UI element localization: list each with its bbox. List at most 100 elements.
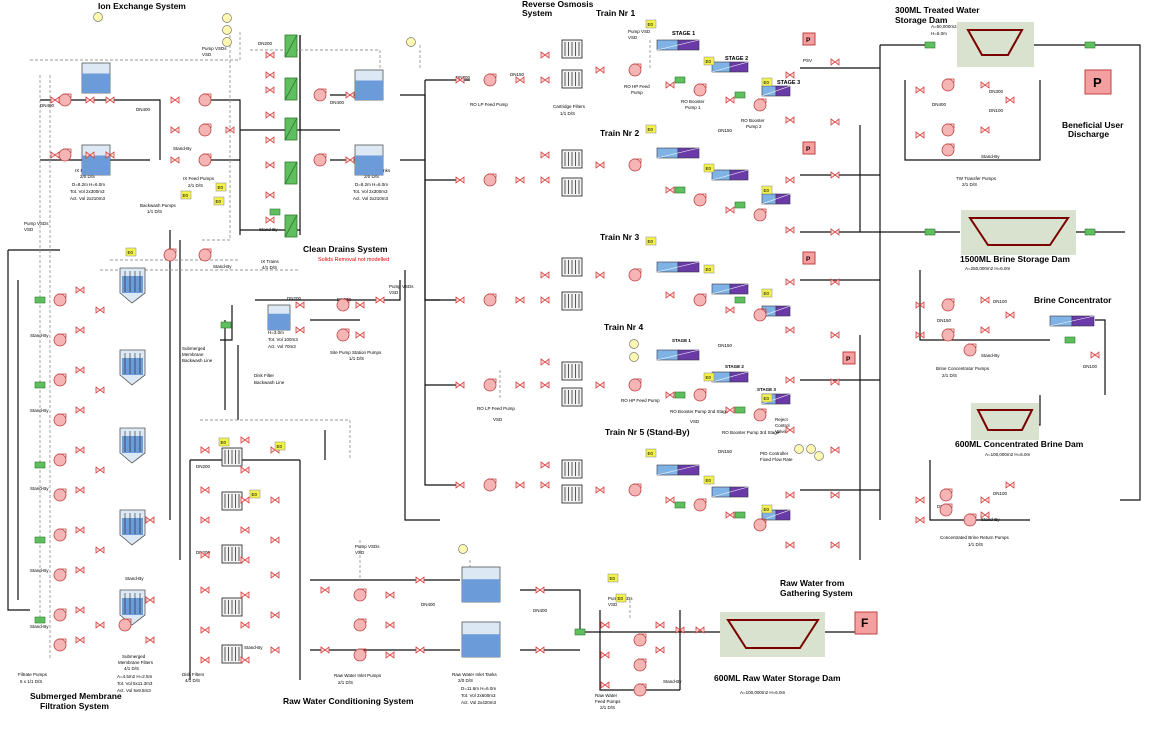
svg-text:Tot. Vol 100m3: Tot. Vol 100m3	[268, 337, 298, 342]
pump-icon	[941, 328, 955, 342]
storage-tank-icon	[354, 69, 384, 101]
stage-labels: STAGE 1 STAGE 2 STAGE 3 STAGE 1 STAGE 2 …	[672, 31, 800, 392]
svg-text:A=250,000m2 H=6.0m: A=250,000m2 H=6.0m	[965, 266, 1011, 271]
valve-icon	[830, 278, 840, 286]
ix-trains-layer	[34, 34, 1096, 636]
gauge-icon	[629, 339, 639, 349]
svg-text:E0: E0	[221, 440, 227, 445]
svg-text:1/1 D/S: 1/1 D/S	[349, 356, 364, 361]
svg-text:RO HP Feed Pump: RO HP Feed Pump	[621, 398, 660, 403]
conc-brine-dam-title: 600ML Concentrated Brine Dam	[955, 439, 1084, 449]
svg-text:4/1 D/S: 4/1 D/S	[185, 678, 200, 683]
valve-icon	[980, 126, 990, 134]
svg-text:STAGE 3: STAGE 3	[757, 387, 776, 392]
svg-text:STAGE 3: STAGE 3	[777, 80, 800, 86]
flow-element-icon	[674, 391, 686, 399]
valve-icon	[345, 156, 355, 164]
ro-membrane-icon	[761, 305, 791, 317]
svg-text:Tot. Vol 2x300m3: Tot. Vol 2x300m3	[70, 189, 105, 194]
flow-element-icon	[34, 536, 46, 544]
valve-icon	[200, 516, 210, 524]
valve-icon	[240, 526, 250, 534]
valve-icon	[385, 651, 395, 659]
valve-icon	[200, 486, 210, 494]
svg-text:Submerged: Submerged	[182, 346, 206, 351]
cartridge-filter-icon	[221, 491, 243, 511]
pump-icon	[941, 78, 955, 92]
membranes-layer	[656, 39, 1095, 521]
svg-text:1/1 D/S: 1/1 D/S	[968, 542, 983, 547]
svg-text:VSD: VSD	[24, 227, 34, 232]
svg-text:DN150: DN150	[937, 318, 952, 323]
svg-text:Act. Vol 70m3: Act. Vol 70m3	[268, 344, 296, 349]
svg-text:D=8.2m H=6.0m: D=8.2m H=6.0m	[72, 182, 105, 187]
valve-icon	[600, 621, 610, 629]
valve-icon	[725, 96, 735, 104]
svg-text:Reject: Reject	[775, 417, 789, 422]
valve-icon	[355, 331, 365, 339]
e0-tag-icon: E0	[761, 77, 773, 87]
svg-text:IX Trains: IX Trains	[261, 259, 280, 264]
cartridge-filter-icon	[561, 291, 583, 311]
svg-text:Stand-By: Stand-By	[173, 146, 192, 151]
valve-icon	[595, 66, 605, 74]
valve-icon	[540, 51, 550, 59]
flow-element-icon	[220, 321, 232, 329]
svg-text:2/1 D/S: 2/1 D/S	[962, 182, 977, 187]
pressure-indicator-t3: P	[802, 251, 816, 265]
svg-text:Pump 2: Pump 2	[746, 124, 762, 129]
valve-icon	[95, 386, 105, 394]
valve-icon	[665, 186, 675, 194]
beneficial-title: Beneficial User	[1062, 120, 1124, 130]
svg-text:D=8.2m H=6.0m: D=8.2m H=6.0m	[355, 182, 388, 187]
svg-text:Act. Vol 2x210m3: Act. Vol 2x210m3	[353, 196, 389, 201]
tanks-layer	[81, 62, 501, 658]
svg-text:2/0 D/S: 2/0 D/S	[458, 678, 473, 683]
valve-icon	[85, 151, 95, 159]
valve-icon	[665, 391, 675, 399]
valve-icon	[385, 591, 395, 599]
svg-text:DN150: DN150	[510, 72, 525, 77]
valve-icon	[785, 71, 795, 79]
svg-text:P: P	[846, 356, 851, 363]
valve-icon	[320, 586, 330, 594]
valve-icon	[295, 326, 305, 334]
svg-text:Stand-By: Stand-By	[259, 227, 278, 232]
flow-element-icon	[924, 228, 936, 236]
pump-icon	[483, 173, 497, 187]
reverse-osmosis-title-2: System	[522, 8, 553, 18]
pump-icon	[53, 373, 67, 387]
storage-tank-icon	[81, 62, 111, 94]
svg-text:STAGE 1: STAGE 1	[672, 338, 691, 343]
valve-icon	[75, 326, 85, 334]
valve-icon	[915, 131, 925, 139]
e0-tag-icon: E0	[645, 124, 657, 134]
valve-icon	[665, 81, 675, 89]
svg-text:STAGE 1: STAGE 1	[672, 31, 695, 37]
pressure-indicator-t2: P	[802, 141, 816, 155]
pump-icon	[693, 498, 707, 512]
ro-membrane-icon	[711, 283, 749, 295]
svg-text:Stand-By: Stand-By	[30, 333, 49, 338]
gauge-icon	[222, 13, 232, 23]
valve-icon	[145, 596, 155, 604]
svg-text:E0: E0	[706, 478, 712, 483]
flow-element-icon	[574, 628, 586, 636]
e0-tag-icon: E0	[645, 19, 657, 29]
svg-text:D=11.6m H=6.0m: D=11.6m H=6.0m	[461, 686, 496, 691]
svg-text:Cartridge Filters: Cartridge Filters	[553, 104, 586, 109]
e0-layer: E0E0E0E0E0E0E0E0E0E0E0E0E0E0E0E0E0E0E0E0…	[125, 19, 773, 603]
valve-icon	[75, 286, 85, 294]
valve-icon	[515, 381, 525, 389]
valve-icon	[95, 466, 105, 474]
svg-text:DN400: DN400	[421, 602, 436, 607]
cartridge-filter-icon	[561, 149, 583, 169]
pump-icon	[336, 298, 350, 312]
pumps-layer	[53, 63, 977, 697]
valve-icon	[240, 436, 250, 444]
train-titles: Train Nr 1 Train Nr 2 Train Nr 3 Train N…	[596, 8, 690, 437]
pump-icon	[633, 658, 647, 672]
svg-text:PSV: PSV	[803, 58, 812, 63]
pump-icon	[53, 568, 67, 582]
valve-icon	[535, 586, 545, 594]
